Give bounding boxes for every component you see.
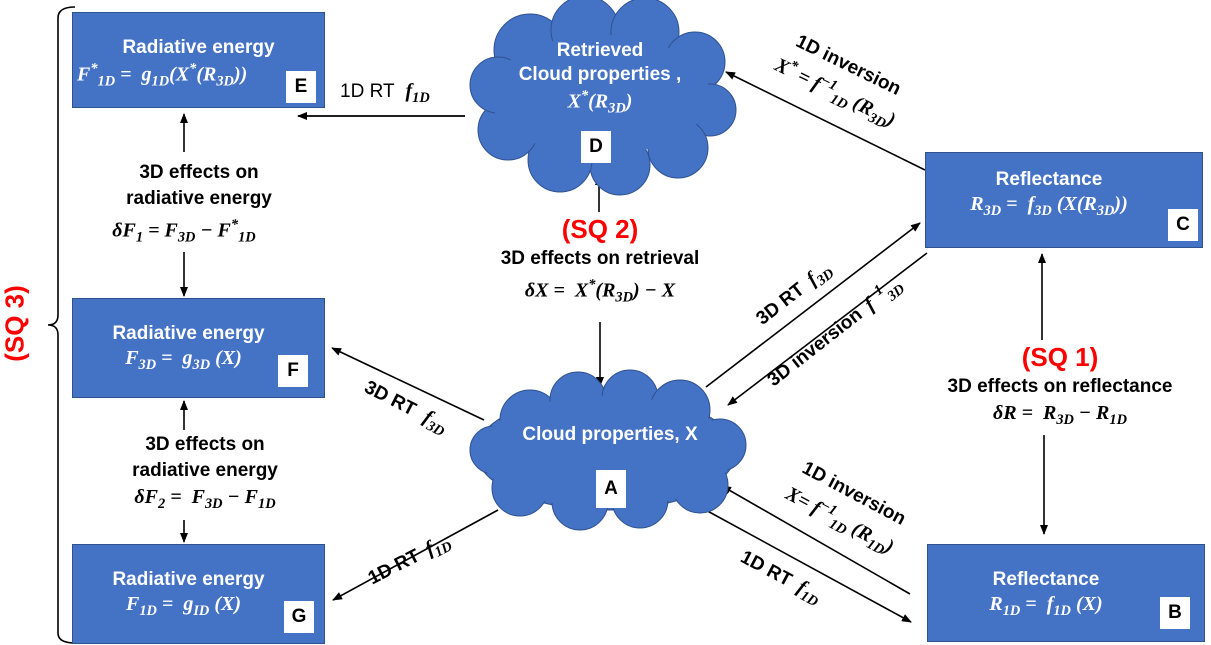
edge-d-to-e-text: 1D RT (340, 81, 395, 102)
node-g-box: Radiative energy F1D = gID (X) G (72, 544, 325, 644)
dF2-line1: 3D effects on (145, 434, 265, 455)
arrow-b-to-a (721, 485, 911, 595)
node-e-equation: F*1D = g1D(X*(R3D)) (77, 61, 248, 90)
node-e-tag: E (286, 71, 316, 103)
sq3-label: (SQ 3) (0, 285, 30, 362)
node-f-tag: F (278, 355, 308, 387)
node-a-tag: A (596, 470, 626, 508)
node-c-box: Reflectance R3D = f3D (X(R3D)) C (925, 152, 1203, 248)
sq2-block: (SQ 2) 3D effects on retrieval δX = X*(R… (470, 212, 730, 311)
sq1-text: 3D effects on reflectance (947, 376, 1173, 397)
sq1-equation: δR = R3D − R1D (993, 402, 1127, 428)
dF1-equation: δF1 = F3D − F*1D (112, 217, 256, 246)
node-f-equation: F3D = g3D (X) (125, 347, 242, 373)
dF2-line2: radiative energy (132, 460, 278, 481)
sq3-brace (47, 6, 76, 644)
node-b-box: Reflectance R1D = f1D (X) B (927, 544, 1205, 642)
node-b-tag: B (1160, 597, 1190, 629)
node-b-title: Reflectance (992, 569, 1100, 590)
arrow-a-to-g (332, 509, 499, 601)
dF1-line2: radiative energy (126, 188, 272, 209)
node-c-equation: R3D = f3D (X(R3D)) (970, 193, 1128, 219)
edge-d-to-e-math: f1D (405, 80, 430, 106)
node-f-box: Radiative energy F3D = g3D (X) F (72, 298, 325, 398)
sq2-text: 3D effects on retrieval (500, 248, 700, 269)
node-g-tag: G (284, 601, 314, 633)
arrow-a-to-b (701, 507, 912, 623)
dF1-block: 3D effects on radiative energy δF1 = F3D… (74, 160, 324, 251)
cloud-a-shape (469, 369, 747, 531)
node-e-title: Radiative energy (122, 37, 275, 58)
arrow-a-to-c (705, 222, 921, 388)
node-g-title: Radiative energy (112, 569, 265, 590)
arrow-c-to-a (727, 252, 928, 406)
node-c-tag: C (1168, 209, 1198, 241)
dF2-block: 3D effects on radiative energy δF2 = F3D… (80, 432, 330, 517)
arrow-c-to-d (725, 71, 926, 171)
node-d-title-line1: Retrieved (556, 40, 644, 61)
dF2-equation: δF2 = F3D − F1D (134, 486, 276, 512)
sq2-label: (SQ 2) (561, 214, 639, 244)
edge-d-to-e-label: 1D RT f1D (340, 80, 430, 107)
node-d-equation: X*(R3D) (567, 88, 633, 117)
dF1-line1: 3D effects on (139, 162, 259, 183)
node-a-title: Cloud properties, X (522, 424, 698, 445)
node-d-tag: D (581, 131, 611, 163)
node-b-equation: R1D = f1D (X) (989, 593, 1103, 619)
node-f-title: Radiative energy (112, 323, 265, 344)
node-d-label: Retrieved Cloud properties , X*(R3D) (490, 40, 710, 118)
sq2-equation: δX = X*(R3D) − X (524, 277, 676, 306)
node-e-box: Radiative energy F*1D = g1D(X*(R3D)) E (72, 12, 325, 108)
arrow-a-to-f (331, 347, 485, 421)
node-c-title: Reflectance (995, 169, 1103, 190)
node-g-equation: F1D = gID (X) (125, 593, 241, 619)
sq1-label: (SQ 1) (1021, 342, 1099, 372)
sq1-block: (SQ 1) 3D effects on reflectance δR = R3… (920, 340, 1200, 433)
node-d-title-line2: Cloud properties , (518, 64, 682, 85)
